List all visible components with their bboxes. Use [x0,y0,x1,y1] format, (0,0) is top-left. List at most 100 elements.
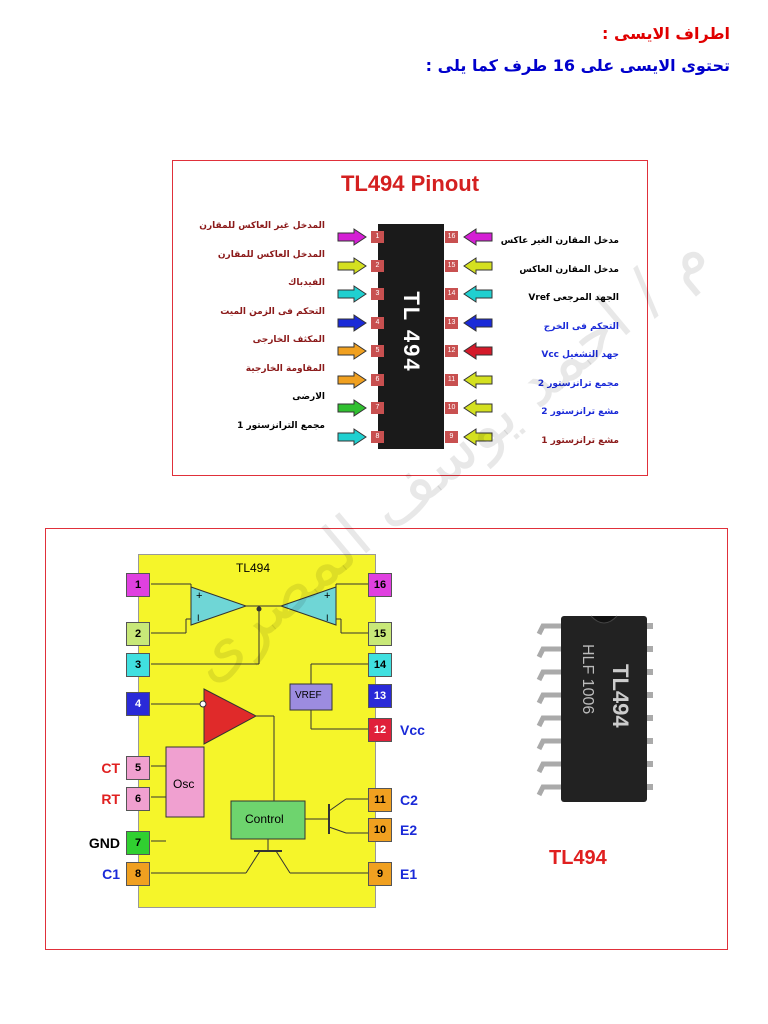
block-pin-13: 13 [368,684,392,708]
block-pin-external-label: Vcc [400,722,425,738]
block-pin-external-label: E1 [400,866,418,882]
heading-line-2: تحتوى الايسى على 16 طرف كما يلى : [425,56,730,75]
pinout-right-label: التحكم فى الخرج [543,321,619,332]
pinout-pin-number: 7 [371,402,384,414]
pinout-left-label: المدخل العاكس للمقارن [217,249,325,260]
pinout-right-label: مشع ترانزستور 2 [541,407,619,417]
pinout-left-label: المدخل غير العاكس للمقارن [199,221,325,231]
plus-right-text: + [324,590,330,602]
comparator-right-symbol [279,586,337,626]
ic-photo-marking-2: HLF 1006 [579,644,596,714]
heading-line-1: اطراف الايسى : [602,24,730,43]
pinout-pin-number: 1 [371,231,384,243]
osc-block [165,746,205,818]
ic-leg [536,669,561,682]
block-pin-8: 8 [126,862,150,886]
block-pin-external-label: E2 [400,822,418,838]
ic-leg [647,761,653,767]
pinout-pin-number: 9 [445,430,458,443]
ic-leg [536,692,561,705]
deadtime-amplifier-symbol [203,688,258,745]
block-pin-6: 6 [126,787,150,811]
block-pin-10: 10 [368,818,392,842]
chip-label: TL 494 [399,291,424,373]
pinout-right-label: مدخل المقارن العاكس [519,264,619,275]
pinout-left-label: مجمع الترانزستور 1 [237,420,325,431]
block-pin-2: 2 [126,622,150,646]
block-pin-14: 14 [368,653,392,677]
pinout-right-label: مجمع ترانزستور 2 [537,378,619,389]
right-arrow-icon [337,256,367,275]
ic-block-name: TL494 [236,561,271,575]
block-pin-external-label: GND [88,835,120,851]
left-arrow-icon [463,399,493,417]
ic-leg [647,738,653,744]
pinout-pin-number: 14 [445,288,458,300]
block-diagram-figure: TL494 + I + I [45,528,728,950]
pinout-right-label: مدخل المقارن الغير عاكس [500,236,619,246]
comparator-left-symbol [190,586,248,626]
ic-leg [647,669,653,675]
block-pin-16: 16 [368,573,392,597]
block-pin-15: 15 [368,622,392,646]
osc-label: Osc [173,777,195,791]
ic-leg [536,646,561,659]
ic-leg [647,692,653,698]
control-label: Control [245,812,284,826]
ic-leg [536,784,561,797]
block-pin-3: 3 [126,653,150,677]
ic-photo: TL494 HLF 1006 [536,615,653,802]
block-pin-external-label: C1 [102,866,120,882]
ic-leg [647,623,653,629]
block-pin-4: 4 [126,692,150,716]
pinout-pin-number: 8 [371,430,384,443]
pinout-left-label: الفيدباك [288,278,325,288]
left-arrow-icon [463,256,493,275]
block-pin-7: 7 [126,831,150,855]
ic-leg [536,623,561,636]
pinout-right-label: جهد التشغيل Vcc [541,350,619,360]
pinout-pin-number: 16 [445,231,458,243]
vref-label: VREF [295,690,322,701]
ic-leg [536,715,561,728]
pinout-left-label: الارضى [292,392,325,402]
minus-left-text: I [197,613,200,623]
left-arrow-icon [463,228,493,246]
left-arrow-icon [463,370,493,389]
pinout-right-label: الجهد المرجعى Vref [528,293,619,303]
block-pin-5: 5 [126,756,150,780]
pinout-pin-number: 4 [371,316,384,329]
ic-photo-marking-1: TL494 [608,664,633,728]
right-arrow-icon [337,285,367,303]
pinout-pin-number: 6 [371,373,384,386]
ic-leg [647,784,653,790]
block-pin-external-label: RT [101,791,120,807]
chip-body: TL 494 [378,224,444,449]
right-arrow-icon [337,370,367,389]
right-arrow-icon [337,342,367,360]
plus-left-text: + [196,590,202,602]
block-pin-external-label: CT [101,760,120,776]
ic-leg [536,761,561,774]
ic-photo-body [561,616,647,802]
left-arrow-icon [463,342,493,360]
pinout-left-label: المكثف الخارجى [252,335,325,345]
left-arrow-icon [463,427,493,446]
pinout-pin-number: 15 [445,259,458,272]
ic-leg [536,738,561,751]
pinout-pin-number: 12 [445,345,458,357]
block-pin-external-label: C2 [400,792,418,808]
left-arrow-icon [463,285,493,303]
pinout-pin-number: 2 [371,259,384,272]
block-pin-11: 11 [368,788,392,812]
pinout-pin-number: 10 [445,402,458,414]
block-pin-9: 9 [368,862,392,886]
block-pin-1: 1 [126,573,150,597]
pinout-pin-number: 13 [445,316,458,329]
right-arrow-icon [337,427,367,446]
ic-leg [647,646,653,652]
pinout-right-label: مشع ترانزستور 1 [541,435,619,446]
block-pin-12: 12 [368,718,392,742]
right-arrow-icon [337,228,367,246]
pinout-pin-number: 11 [445,373,458,386]
